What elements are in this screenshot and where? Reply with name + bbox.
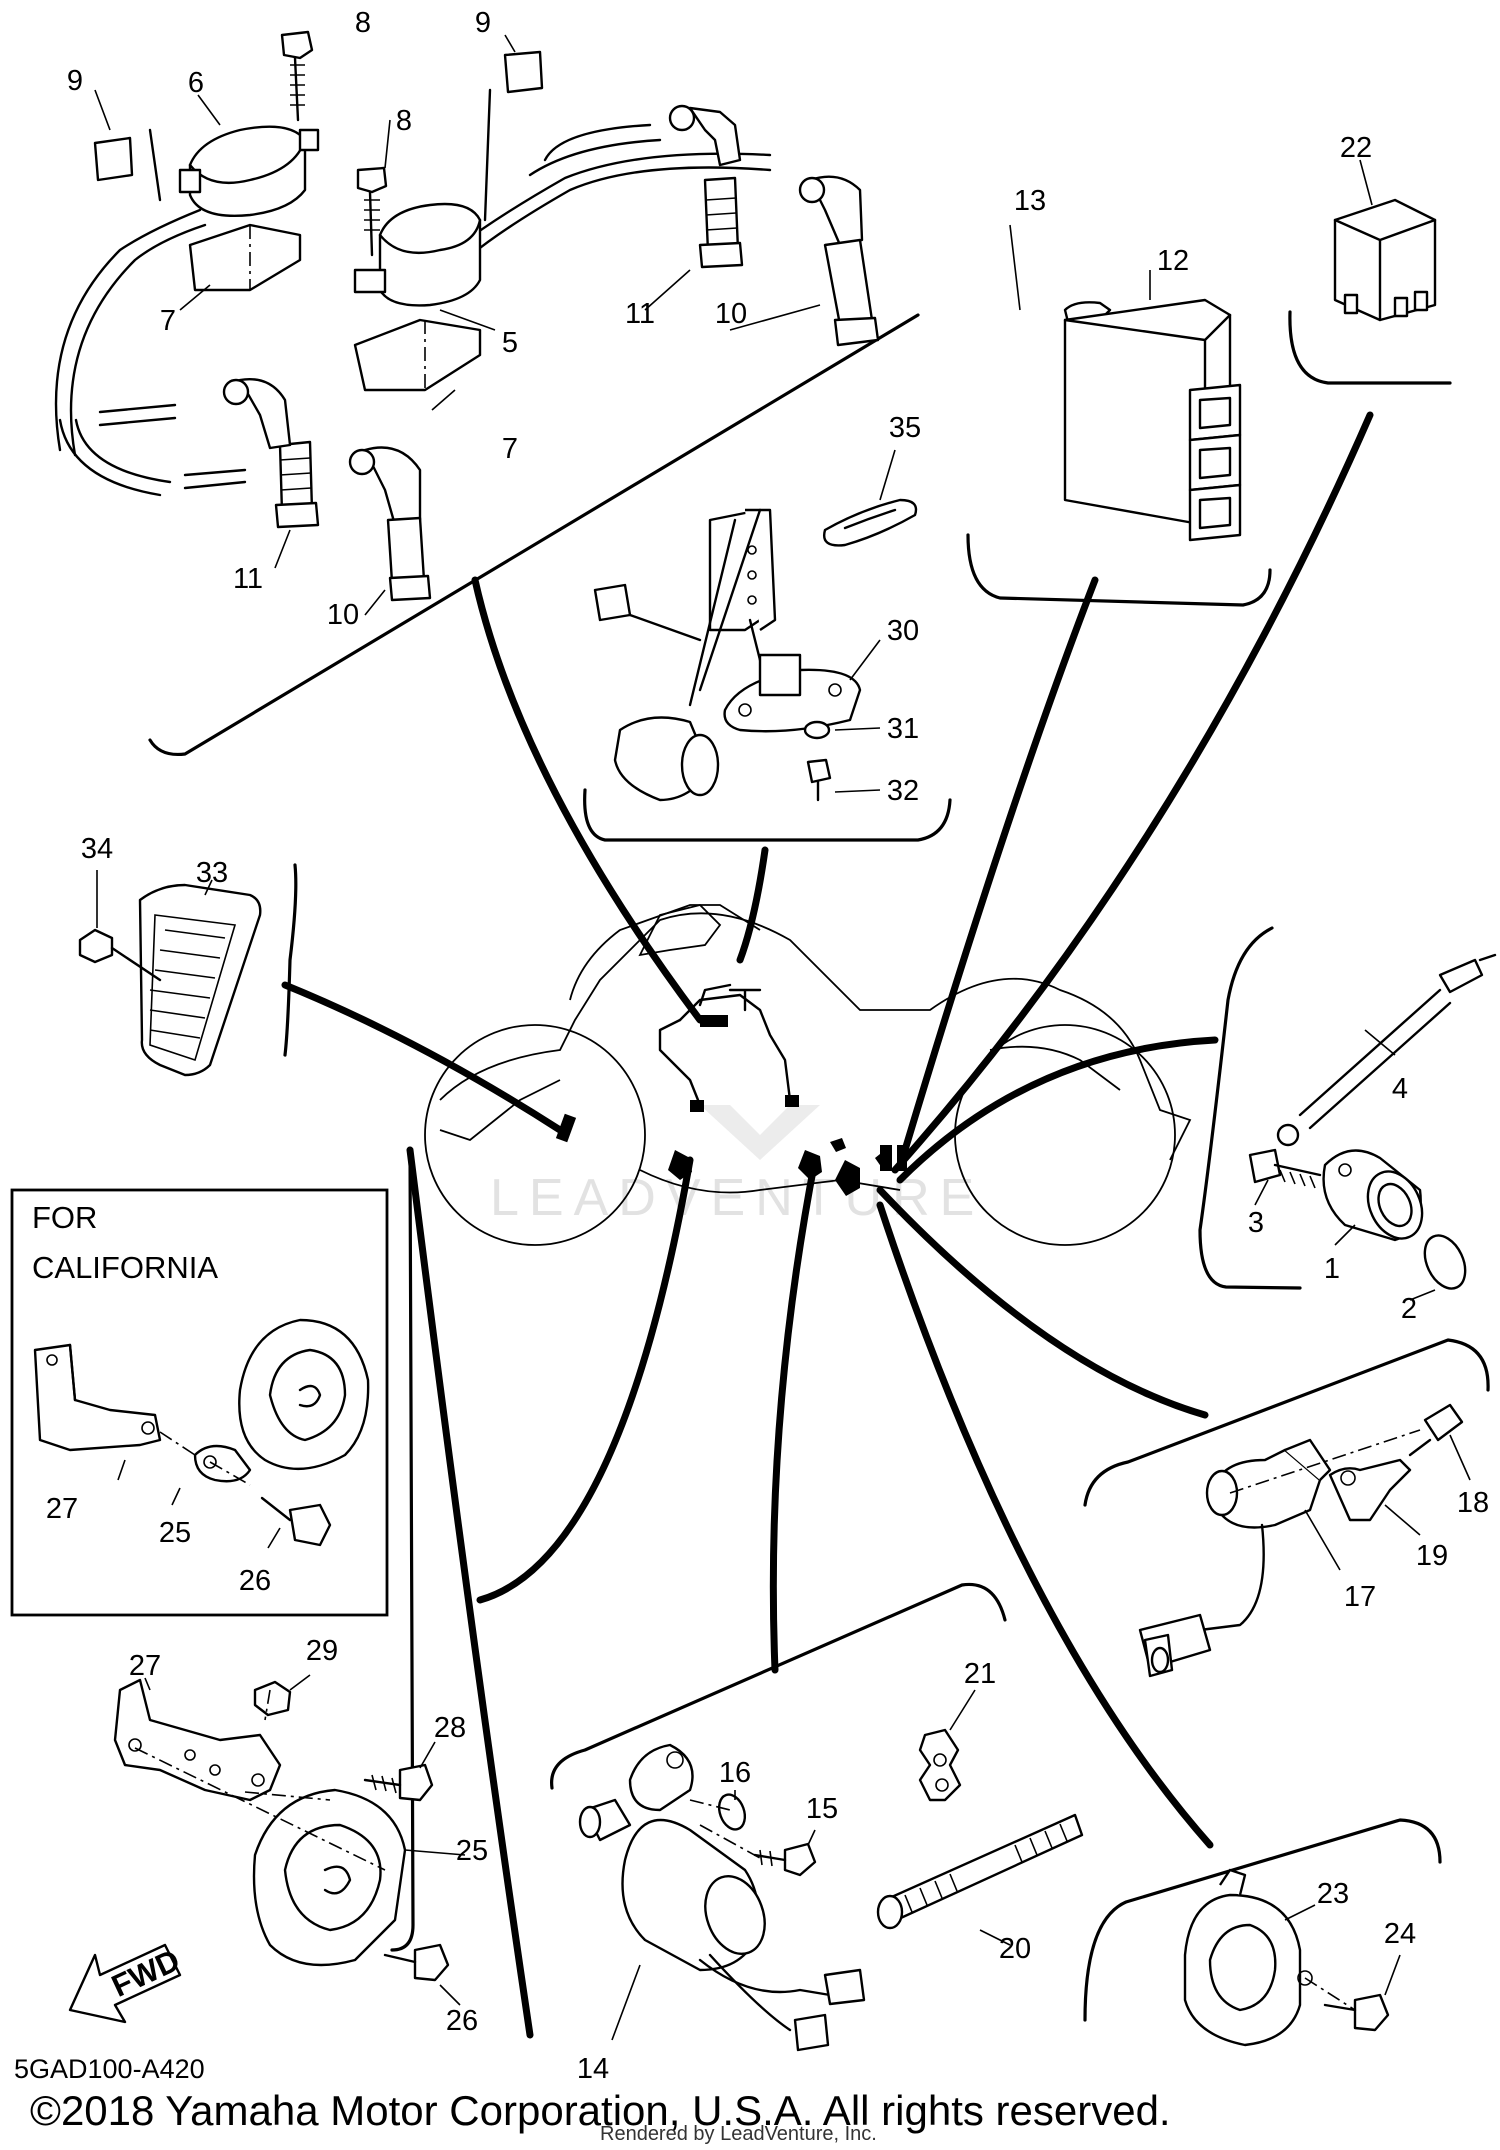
callout-6: 6 <box>188 67 204 99</box>
callout-19: 19 <box>1416 1540 1448 1572</box>
callout-18: 18 <box>1457 1487 1489 1519</box>
callout-5: 5 <box>502 327 518 359</box>
callout-26: 26 <box>239 1565 271 1597</box>
drawing-code: 5GAD100-A420 <box>14 2054 205 2084</box>
california-inset: FOR CALIFORNIA <box>10 1188 389 1617</box>
reflector-group <box>78 870 262 1077</box>
fwd-label: FWD <box>106 1942 185 2004</box>
callout-16: 16 <box>719 1757 751 1789</box>
horn-bracket-group <box>113 1674 466 2006</box>
callout-17: 17 <box>1344 1581 1376 1613</box>
panel-borders <box>148 310 1490 2022</box>
callout-26: 26 <box>446 2005 478 2037</box>
callout-33: 33 <box>196 857 228 889</box>
callout-32: 32 <box>887 775 919 807</box>
inset-label-california: CALIFORNIA <box>32 1250 218 1285</box>
callout-7: 7 <box>160 305 176 337</box>
callout-7: 7 <box>502 433 518 465</box>
callout-25: 25 <box>456 1835 488 1867</box>
callout-11: 11 <box>233 563 263 595</box>
callout-9: 9 <box>67 65 83 97</box>
fuel-sender-group <box>593 449 918 802</box>
svg-text:LEADVENTURE: LEADVENTURE <box>490 1169 984 1227</box>
callout-20: 20 <box>999 1933 1031 1965</box>
callout-27: 27 <box>46 1493 78 1525</box>
callout-12: 12 <box>1157 245 1189 277</box>
horn-group-right <box>1183 1868 1401 2047</box>
callout-21: 21 <box>964 1658 996 1690</box>
speed-sensor-group <box>1138 1403 1471 1678</box>
inset-label-for: FOR <box>32 1200 97 1235</box>
callout-34: 34 <box>81 833 113 865</box>
ignition-coil-group <box>54 30 880 616</box>
callout-14: 14 <box>577 2053 609 2085</box>
sensor-group-right <box>1248 953 1497 1301</box>
callout-29: 29 <box>306 1635 338 1667</box>
callout-24: 24 <box>1384 1918 1416 1950</box>
leader-lines <box>281 411 1374 2039</box>
callout-9: 9 <box>475 7 491 39</box>
ecu-group <box>1009 224 1242 542</box>
callout-30: 30 <box>887 615 919 647</box>
render-credit: Rendered by LeadVenture, Inc. <box>600 2123 877 2145</box>
callout-10: 10 <box>715 298 747 330</box>
callout-1: 1 <box>1324 1253 1340 1285</box>
callout-35: 35 <box>889 412 921 444</box>
watermark: LEADVENTURE <box>490 1105 984 1227</box>
callout-15: 15 <box>806 1793 838 1825</box>
callout-22: 22 <box>1340 132 1372 164</box>
starter-group <box>578 1689 1084 2052</box>
callout-numbers: 9 6 8 9 8 11 10 5 7 7 11 10 13 12 22 35 … <box>46 7 1489 2085</box>
callout-3: 3 <box>1248 1207 1264 1239</box>
callout-10: 10 <box>327 599 359 631</box>
callout-11: 11 <box>625 298 655 330</box>
fwd-arrow: FWD <box>68 1942 185 2024</box>
callout-31: 31 <box>887 713 919 745</box>
callout-28: 28 <box>434 1712 466 1744</box>
callout-27: 27 <box>129 1650 161 1682</box>
relay-group <box>1333 159 1437 322</box>
callout-4: 4 <box>1392 1073 1408 1105</box>
callout-25: 25 <box>159 1517 191 1549</box>
callout-8: 8 <box>355 7 371 39</box>
callout-13: 13 <box>1014 185 1046 217</box>
callout-8: 8 <box>396 105 412 137</box>
callout-23: 23 <box>1317 1878 1349 1910</box>
copyright-notice: ©2018 Yamaha Motor Corporation, U.S.A. A… <box>30 2087 1171 2134</box>
callout-2: 2 <box>1401 1293 1417 1325</box>
